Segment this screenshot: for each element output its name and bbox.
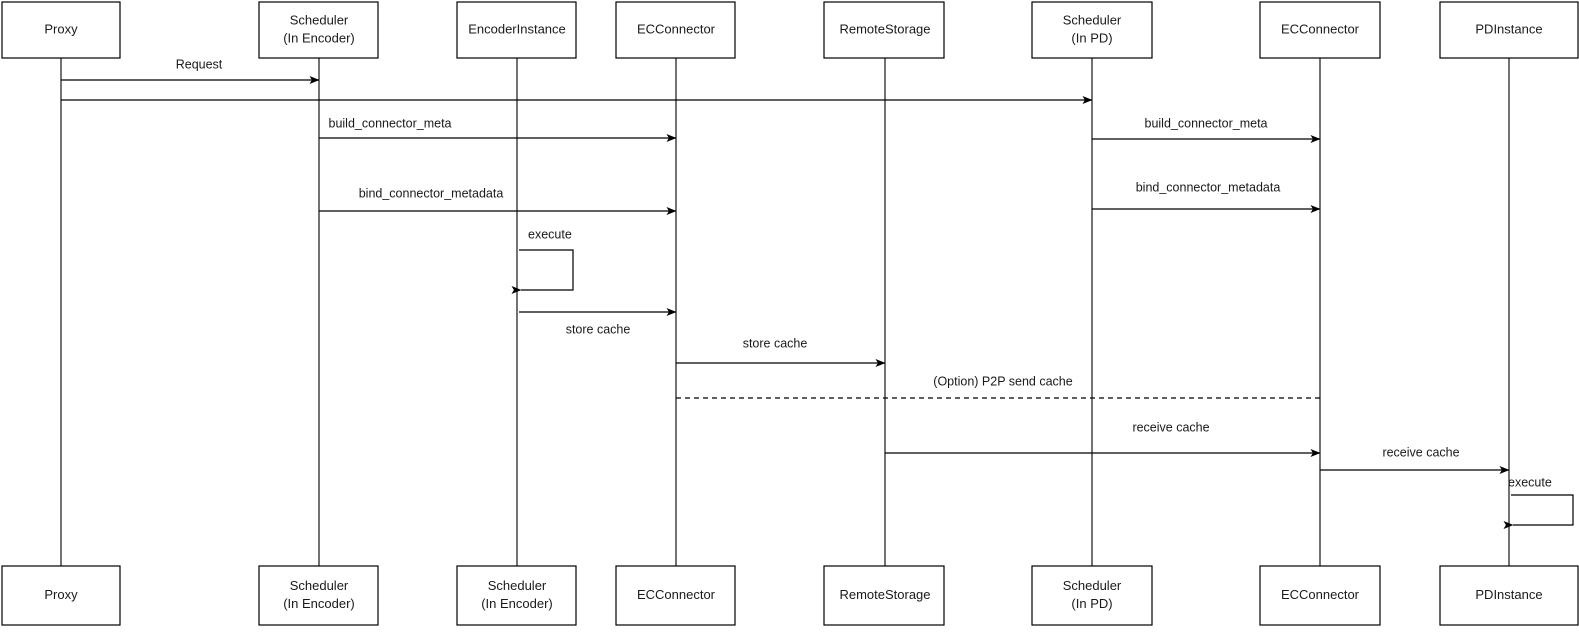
participant-head-proxy[interactable]: Proxy [1, 1, 121, 59]
participant-label-ecconnector_r-bottom: ECConnector [1281, 587, 1360, 602]
participant-foot-remotestorage[interactable]: RemoteStorage [823, 565, 945, 626]
self-loop-path-s1[interactable] [511, 249, 574, 294]
participant-label-sched_pd-bottom: Scheduler [1063, 578, 1122, 593]
self-loop-label-s2: execute [1508, 475, 1552, 489]
lifelines-group [60, 58, 1510, 566]
participant-sublabel-encoder_inst-bottom: (In Encoder) [481, 596, 553, 611]
message-m10[interactable]: receive cache [885, 420, 1321, 457]
participant-label-pdinstance-bottom: PDInstance [1475, 587, 1542, 602]
message-m7[interactable]: store cache [519, 308, 677, 336]
messages-group: Request build_connector_meta build_connect… [61, 57, 1510, 474]
self-loop-s2[interactable]: execute [1503, 475, 1574, 529]
participant-head-remotestorage[interactable]: RemoteStorage [823, 1, 945, 59]
participant-foot-proxy[interactable]: Proxy [1, 565, 121, 626]
participant-box-proxy-top[interactable] [1, 1, 121, 59]
participant-box-proxy-bottom[interactable] [1, 565, 121, 626]
message-label-m3: build_connector_meta [329, 116, 452, 130]
participant-sublabel-sched_enc-top: (In Encoder) [283, 30, 355, 45]
message-label-m11: receive cache [1382, 445, 1459, 459]
participant-box-ecconnector_r-bottom[interactable] [1259, 565, 1381, 626]
message-m11[interactable]: receive cache [1320, 445, 1510, 474]
participant-box-encoder_inst-bottom[interactable] [456, 565, 577, 626]
participant-box-sched_enc-top[interactable] [258, 1, 379, 59]
participant-label-proxy-bottom: Proxy [44, 587, 78, 602]
participant-box-ecconnector_l-top[interactable] [615, 1, 736, 59]
participant-box-ecconnector_l-bottom[interactable] [615, 565, 736, 626]
message-m5[interactable]: bind_connector_metadata [319, 186, 677, 215]
participant-label-remotestorage-bottom: RemoteStorage [839, 587, 930, 602]
message-m3[interactable]: build_connector_meta [319, 116, 677, 142]
message-m8[interactable]: store cache [676, 336, 886, 367]
participant-head-encoder_inst[interactable]: EncoderInstance [456, 1, 577, 59]
message-label-m10: receive cache [1132, 420, 1209, 434]
participant-foot-sched_pd[interactable]: Scheduler (In PD) [1031, 565, 1153, 626]
message-label-m6: bind_connector_metadata [1136, 180, 1281, 194]
participant-label-encoder_inst-bottom: Scheduler [488, 578, 547, 593]
message-label-m7: store cache [566, 322, 631, 336]
participant-box-sched_pd-bottom[interactable] [1031, 565, 1153, 626]
participant-label-remotestorage-top: RemoteStorage [839, 21, 930, 36]
participant-foot-pdinstance[interactable]: PDInstance [1439, 565, 1579, 626]
message-m4[interactable]: build_connector_meta [1092, 116, 1321, 143]
participant-box-ecconnector_r-top[interactable] [1259, 1, 1381, 59]
participant-label-encoder_inst-top: EncoderInstance [468, 21, 566, 36]
participant-head-sched_pd[interactable]: Scheduler (In PD) [1031, 1, 1153, 59]
participant-box-pdinstance-top[interactable] [1439, 1, 1579, 59]
participant-box-pdinstance-bottom[interactable] [1439, 565, 1579, 626]
self-loop-path-s2[interactable] [1503, 494, 1574, 529]
message-m6[interactable]: bind_connector_metadata [1092, 180, 1321, 213]
participant-sublabel-sched_pd-bottom: (In PD) [1071, 596, 1112, 611]
participant-foot-encoder_inst[interactable]: Scheduler (In Encoder) [456, 565, 577, 626]
message-m9[interactable]: (Option) P2P send cache [676, 374, 1320, 399]
self-loop-s1[interactable]: execute [511, 227, 574, 294]
participant-head-ecconnector_r[interactable]: ECConnector [1259, 1, 1381, 59]
message-label-m9: (Option) P2P send cache [933, 374, 1072, 388]
message-m1[interactable]: Request [61, 57, 320, 84]
participant-head-ecconnector_l[interactable]: ECConnector [615, 1, 736, 59]
participant-label-pdinstance-top: PDInstance [1475, 21, 1542, 36]
self-loops-group: execute execute [511, 227, 1574, 529]
participant-label-sched_pd-top: Scheduler [1063, 12, 1122, 27]
self-loop-label-s1: execute [528, 227, 572, 241]
participant-box-encoder_inst-top[interactable] [456, 1, 577, 59]
participant-label-sched_enc-top: Scheduler [290, 12, 349, 27]
participant-box-remotestorage-bottom[interactable] [823, 565, 945, 626]
message-label-m8: store cache [743, 336, 808, 350]
participant-label-ecconnector_l-top: ECConnector [637, 21, 716, 36]
message-label-m1: Request [176, 57, 223, 71]
participant-foot-ecconnector_r[interactable]: ECConnector [1259, 565, 1381, 626]
participant-head-sched_enc[interactable]: Scheduler (In Encoder) [258, 1, 379, 59]
participant-sublabel-sched_enc-bottom: (In Encoder) [283, 596, 355, 611]
message-label-m5: bind_connector_metadata [359, 186, 504, 200]
participant-box-remotestorage-top[interactable] [823, 1, 945, 59]
participant-foot-sched_enc[interactable]: Scheduler (In Encoder) [258, 565, 379, 626]
participant-box-sched_pd-top[interactable] [1031, 1, 1153, 59]
participant-foot-ecconnector_l[interactable]: ECConnector [615, 565, 736, 626]
participant-label-sched_enc-bottom: Scheduler [290, 578, 349, 593]
participant-box-sched_enc-bottom[interactable] [258, 565, 379, 626]
participant-label-ecconnector_l-bottom: ECConnector [637, 587, 716, 602]
participant-sublabel-sched_pd-top: (In PD) [1071, 30, 1112, 45]
participant-label-proxy-top: Proxy [44, 21, 78, 36]
participant-label-ecconnector_r-top: ECConnector [1281, 21, 1360, 36]
message-label-m4: build_connector_meta [1145, 116, 1268, 130]
participant-head-pdinstance[interactable]: PDInstance [1439, 1, 1579, 59]
